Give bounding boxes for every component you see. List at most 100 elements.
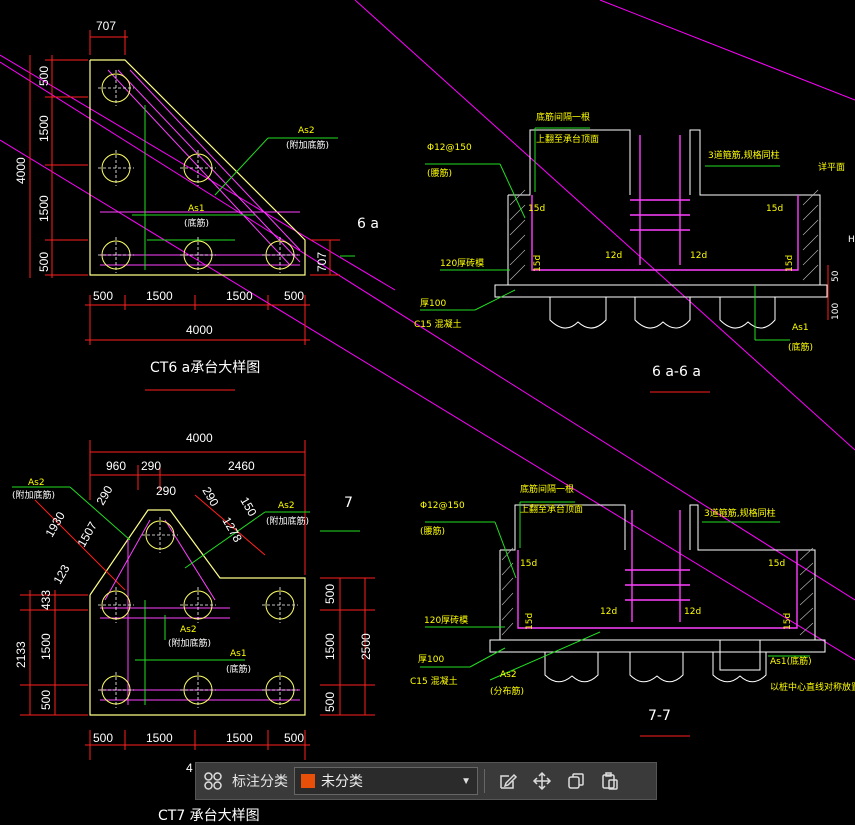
ct7-dim-bottom-2: 1500 <box>146 731 173 745</box>
ct7-as2-mid: As2 <box>180 625 197 635</box>
ct6a-dim-left-1: 500 <box>37 66 51 86</box>
ct6a-dim-bottom-total: 4000 <box>186 323 213 337</box>
ct7-as2-left: As2 <box>28 478 45 488</box>
layout-grid-icon[interactable] <box>196 764 230 798</box>
sec6a-brick: 120厚砖模 <box>440 257 484 269</box>
ct7-as1-sub: (底筋) <box>226 663 251 675</box>
copy-icon[interactable] <box>559 764 593 798</box>
ct6a-as2-sub: (附加底筋) <box>286 139 329 151</box>
ct7-diag-left-2: 1507 <box>74 519 100 549</box>
ct7-dim-right-2: 1500 <box>323 633 337 660</box>
sec7-as2: As2 <box>500 670 517 680</box>
sec6a-as1: As1 <box>792 323 809 333</box>
ct7-dim-bottom-3: 1500 <box>226 731 253 745</box>
sec6a-rebar: Φ12@150 <box>427 143 472 153</box>
sec7-15d-bl: 15d <box>525 613 535 630</box>
sec6a-as1-sub: (底筋) <box>788 341 813 353</box>
ct7-diag-left-3: 123 <box>50 562 72 587</box>
ct7-dim-right-3: 500 <box>323 692 337 712</box>
ct7-dim-right-1: 500 <box>323 584 337 604</box>
sec6a-12d-b: 12d <box>690 251 707 261</box>
ct6a-dim-bottom-4: 500 <box>284 289 304 303</box>
ct6a-title: CT6 a承台大样图 <box>150 360 260 376</box>
move-icon[interactable] <box>525 764 559 798</box>
ct7-seg-top-2: 290 <box>141 459 161 473</box>
chevron-down-icon: ▼ <box>461 775 471 787</box>
sec6a-note-top: 底筋间隔一根 <box>536 111 590 123</box>
ct7-diag-top-1: 290 <box>93 483 115 508</box>
sec6a-cushion2: C15 混凝土 <box>414 318 462 330</box>
category-color-swatch <box>301 774 315 788</box>
ct7-dim-left-1: 433 <box>39 590 53 610</box>
sec7-title: 7-7 <box>648 708 671 724</box>
ct6a-as2-label: As2 <box>298 126 315 136</box>
ct6a-dim-left-4: 500 <box>37 252 51 272</box>
sec7-cushion2: C15 混凝土 <box>410 675 458 687</box>
ct7-side-label: 7 <box>344 495 353 511</box>
section-7: 底筋间隔一根 上翻至承台顶面 Φ12@150 (腰筋) 3道箍筋,规格同柱 15… <box>410 483 855 737</box>
ct6a-dim-left-2: 1500 <box>37 115 51 142</box>
ct7-as2-right-sub: (附加底筋) <box>266 515 309 527</box>
ct7-seg-top-1: 960 <box>106 459 126 473</box>
sec6a-cushion1: 厚100 <box>420 298 446 309</box>
sec6a-15d-br: 15d <box>785 255 795 272</box>
ct7-as2-left-sub: (附加底筋) <box>12 489 55 501</box>
toolbar-divider <box>484 769 485 793</box>
sec6a-15d-bl: 15d <box>533 255 543 272</box>
ct6a-plan: 707 500 1500 1500 500 4000 707 500 1500 … <box>14 19 379 391</box>
ct6a-dim-left-3: 1500 <box>37 195 51 222</box>
sec6a-note-top2: 上翻至承台顶面 <box>536 133 599 145</box>
sec7-brick: 120厚砖模 <box>424 614 468 626</box>
sec6a-side-dim2: 100 <box>831 303 841 320</box>
sec6a-level: 详平面 <box>818 161 845 173</box>
edit-icon[interactable] <box>491 764 525 798</box>
sec7-rebar: Φ12@150 <box>420 501 465 511</box>
ct7-diag-left-1: 1930 <box>42 509 68 539</box>
sec7-12d-b: 12d <box>684 607 701 617</box>
ct7-diag-top-4: 1278 <box>219 515 245 545</box>
ct7-dim-left-total: 2133 <box>14 641 28 668</box>
ct6a-dim-bottom-2: 1500 <box>146 289 173 303</box>
sec7-15d-tl: 15d <box>520 559 537 569</box>
annotation-category-label: 标注分类 <box>232 774 288 790</box>
sec6a-cut-letter: H <box>848 235 855 245</box>
ct7-dim-bottom-1: 500 <box>93 731 113 745</box>
ct7-dim-left-2: 1500 <box>39 633 53 660</box>
ct7-dim-right-total: 2500 <box>359 633 373 660</box>
ct7-seg-top-3: 2460 <box>228 459 255 473</box>
annotation-category-select[interactable]: 未分类 ▼ <box>294 767 478 795</box>
ct7-as1: As1 <box>230 649 247 659</box>
sec7-rebar-sub: (腰筋) <box>420 525 445 537</box>
ct7-dim-bottom-total: 4 <box>186 761 193 775</box>
ct7-as2-right: As2 <box>278 501 295 511</box>
sec6a-side-dim1: 50 <box>831 270 841 282</box>
sec6a-title: 6 a-6 a <box>652 364 701 380</box>
section-6a: 底筋间隔一根 上翻至承台顶面 Φ12@150 (腰筋) 3道箍筋,规格同柱 详平… <box>414 111 855 393</box>
ct6a-as1-sub: (底筋) <box>184 217 209 229</box>
ct7-dim-left-3: 500 <box>39 690 53 710</box>
category-selected-value: 未分类 <box>321 774 363 790</box>
ct7-diag-top-2: 290 <box>199 485 221 510</box>
sec7-15d-tr: 15d <box>768 559 785 569</box>
paste-icon[interactable] <box>593 764 627 798</box>
ct6a-as1-label: As1 <box>188 204 205 214</box>
ct7-seg-290: 290 <box>156 484 176 498</box>
ct7-plan: 4000 960 290 2460 290 1930 1507 123 290 … <box>12 431 375 824</box>
ct6a-side-label: 6 a <box>357 216 379 232</box>
ct7-dim-bottom-4: 500 <box>284 731 304 745</box>
sec7-pile-note: 以桩中心直线对称放置 <box>770 681 855 693</box>
sec7-12d-a: 12d <box>600 607 617 617</box>
ct7-as2-mid-sub: (附加底筋) <box>168 637 211 649</box>
sec7-cushion1: 厚100 <box>418 654 444 665</box>
sec7-as2-sub: (分布筋) <box>490 685 524 697</box>
ct7-total-top: 4000 <box>186 431 213 445</box>
sec7-as1: As1(底筋) <box>770 655 812 667</box>
annotation-toolbar: 标注分类 未分类 ▼ <box>195 762 657 800</box>
ct6a-dim-bottom-1: 500 <box>93 289 113 303</box>
sec6a-note-right: 3道箍筋,规格同柱 <box>708 149 780 161</box>
ct6a-dim-top: 707 <box>96 19 116 33</box>
sec7-note-top2: 上翻至承台顶面 <box>520 503 583 515</box>
ct6a-dim-bottom-3: 1500 <box>226 289 253 303</box>
sec6a-15d-tl: 15d <box>528 204 545 214</box>
